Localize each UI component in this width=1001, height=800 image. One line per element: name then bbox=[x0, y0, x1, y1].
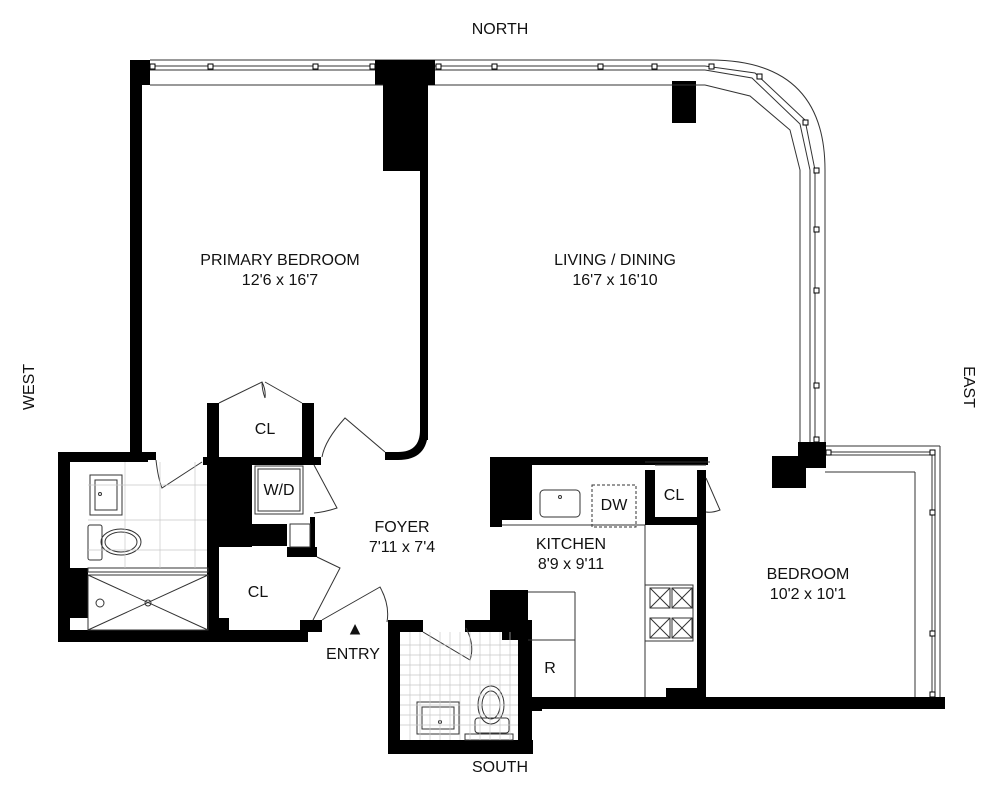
entry-label: ENTRY bbox=[326, 646, 380, 663]
room-dimensions: 12'6 x 16'7 bbox=[241, 272, 319, 289]
compass-west: WEST bbox=[21, 363, 38, 411]
interior-lines bbox=[87, 84, 915, 741]
closet-kitchen-label: CL bbox=[663, 487, 685, 504]
washer-dryer-label: W/D bbox=[263, 482, 295, 499]
room-dimensions: 7'11 x 7'4 bbox=[368, 539, 436, 556]
room-foyer: FOYER 7'11 x 7'4 bbox=[369, 518, 435, 558]
room-dimensions: 10'2 x 10'1 bbox=[769, 586, 847, 603]
refrigerator-label: R bbox=[544, 660, 556, 677]
room-living-dining: LIVING / DINING 16'7 x 16'10 bbox=[554, 251, 676, 291]
compass-north: NORTH bbox=[471, 21, 529, 38]
closet-primary-label: CL bbox=[254, 421, 276, 438]
room-primary-bedroom: PRIMARY BEDROOM 12'6 x 16'7 bbox=[200, 251, 359, 291]
window-mullions bbox=[149, 63, 936, 698]
room-name: KITCHEN bbox=[535, 536, 607, 553]
compass-east: EAST bbox=[960, 366, 977, 408]
compass-south: SOUTH bbox=[472, 759, 528, 776]
room-name: LIVING / DINING bbox=[554, 252, 676, 269]
closet-foyer-label: CL bbox=[247, 584, 269, 601]
room-name: PRIMARY BEDROOM bbox=[200, 252, 360, 269]
room-name: FOYER bbox=[374, 519, 430, 536]
room-name: BEDROOM bbox=[766, 566, 850, 583]
room-bedroom: BEDROOM 10'2 x 10'1 bbox=[767, 565, 850, 605]
room-dimensions: 8'9 x 9'11 bbox=[537, 556, 605, 573]
room-kitchen: KITCHEN 8'9 x 9'11 bbox=[536, 535, 606, 575]
dishwasher-label: DW bbox=[600, 497, 628, 514]
tile-grid bbox=[88, 462, 518, 740]
entry-arrow-icon: ▲ bbox=[346, 618, 364, 639]
room-dimensions: 16'7 x 16'10 bbox=[572, 272, 658, 289]
walls bbox=[58, 60, 945, 754]
